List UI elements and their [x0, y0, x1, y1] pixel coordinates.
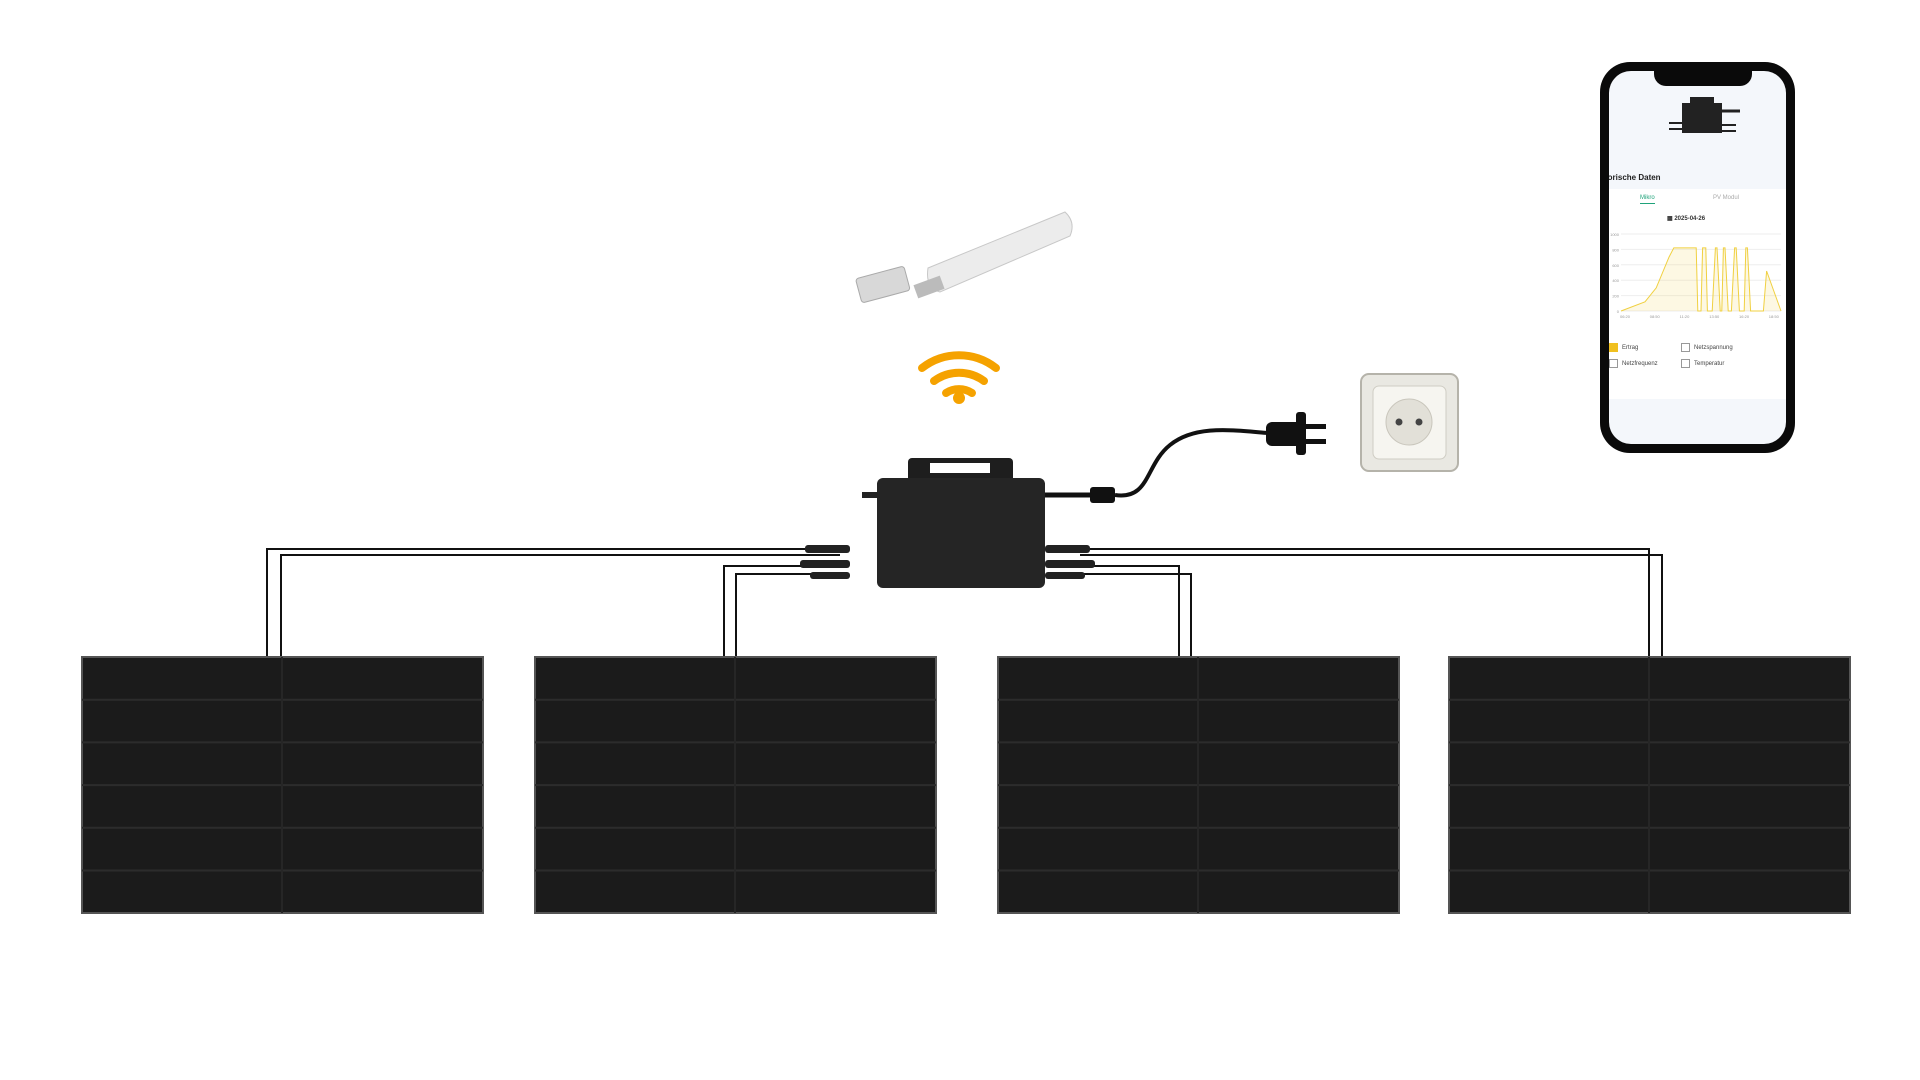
- solar-panel: [81, 656, 484, 914]
- wifi-usb-stick: [855, 211, 1073, 303]
- x-tick-label: 18:50: [1769, 314, 1780, 319]
- y-tick-label: 600: [1612, 263, 1619, 268]
- x-tick-label: 06:20: [1620, 314, 1631, 319]
- y-tick-label: 800: [1612, 247, 1619, 252]
- app-screen: torische Daten Mikro PV Modul ▦ 2025-04-…: [1609, 71, 1786, 444]
- x-tick-label: 11:20: [1680, 314, 1690, 319]
- y-tick-label: 1000: [1610, 232, 1620, 237]
- x-tick-label: 16:20: [1739, 314, 1750, 319]
- phone-notch: [1654, 71, 1752, 86]
- section-title: torische Daten: [1609, 173, 1661, 182]
- legend-label: Temperatur: [1694, 360, 1725, 367]
- history-card: Mikro PV Modul ▦ 2025-04-26 0 200 400 600 80…: [1609, 189, 1786, 399]
- x-tick-label: 13:50: [1709, 314, 1720, 319]
- y-tick-label: 200: [1612, 294, 1619, 299]
- x-tick-label: 08:50: [1650, 314, 1661, 319]
- smartphone: torische Daten Mikro PV Modul ▦ 2025-04-…: [1600, 62, 1795, 453]
- tab-pv-modul[interactable]: PV Modul: [1713, 195, 1740, 201]
- checkbox[interactable]: [1681, 359, 1690, 368]
- microinverter: [862, 428, 1269, 588]
- series-line-ertrag: [1620, 247, 1782, 312]
- legend-ertrag[interactable]: Ertrag: [1609, 343, 1638, 352]
- tab-mikro[interactable]: Mikro: [1640, 195, 1655, 204]
- solar-panel: [534, 656, 937, 914]
- legend-label: Netzspannung: [1694, 344, 1733, 351]
- legend-label: Netzfrequenz: [1622, 360, 1658, 367]
- calendar-icon: ▦: [1667, 216, 1675, 222]
- mc4-connectors: [800, 545, 1095, 579]
- solar-panel: [1448, 656, 1851, 914]
- solar-panels: [81, 656, 1851, 914]
- yield-chart: 0 200 400 600 800 1000 06:20 08:50 11:20 13:50 16:…: [1610, 232, 1782, 319]
- date-picker[interactable]: ▦ 2025-04-26: [1667, 215, 1705, 222]
- date-value: 2025-04-26: [1674, 216, 1706, 222]
- solar-panel: [997, 656, 1400, 914]
- y-tick-label: 400: [1612, 278, 1619, 283]
- dc-cables: [266, 548, 1663, 670]
- y-tick-label: 0: [1617, 309, 1620, 314]
- legend-label: Ertrag: [1622, 344, 1639, 351]
- inverter-thumbnail: [1669, 97, 1740, 133]
- checkbox[interactable]: [1681, 343, 1690, 352]
- legend-netzfrequenz[interactable]: Netzfrequenz: [1609, 359, 1658, 368]
- plug-icon: [1266, 412, 1326, 455]
- legend-netzspannung[interactable]: Netzspannung: [1681, 343, 1733, 352]
- checkbox-checked[interactable]: [1609, 343, 1618, 352]
- checkbox[interactable]: [1609, 359, 1618, 368]
- wifi-icon: [918, 351, 1000, 404]
- legend-temperatur[interactable]: Temperatur: [1681, 359, 1724, 368]
- series-area: [1621, 247, 1781, 311]
- wall-socket: [1360, 373, 1459, 472]
